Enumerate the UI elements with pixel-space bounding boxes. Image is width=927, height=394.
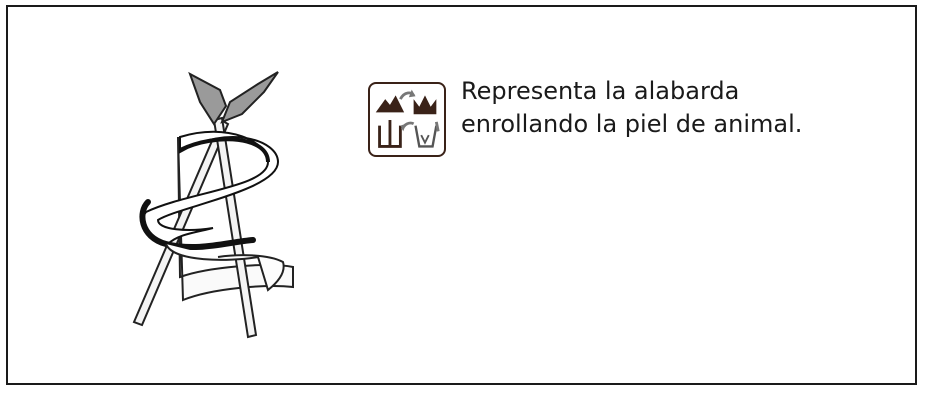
content-frame: Representa la alabarda enrollando la pie…	[6, 5, 917, 385]
caption-line-1: Representa la alabarda	[461, 77, 740, 105]
caption-text: Representa la alabarda enrollando la pie…	[461, 75, 901, 141]
caption-line-2: enrollando la piel de animal.	[461, 110, 803, 138]
sign-composition-badge-icon	[368, 82, 446, 157]
halberd-skin-illustration-icon	[132, 71, 294, 339]
